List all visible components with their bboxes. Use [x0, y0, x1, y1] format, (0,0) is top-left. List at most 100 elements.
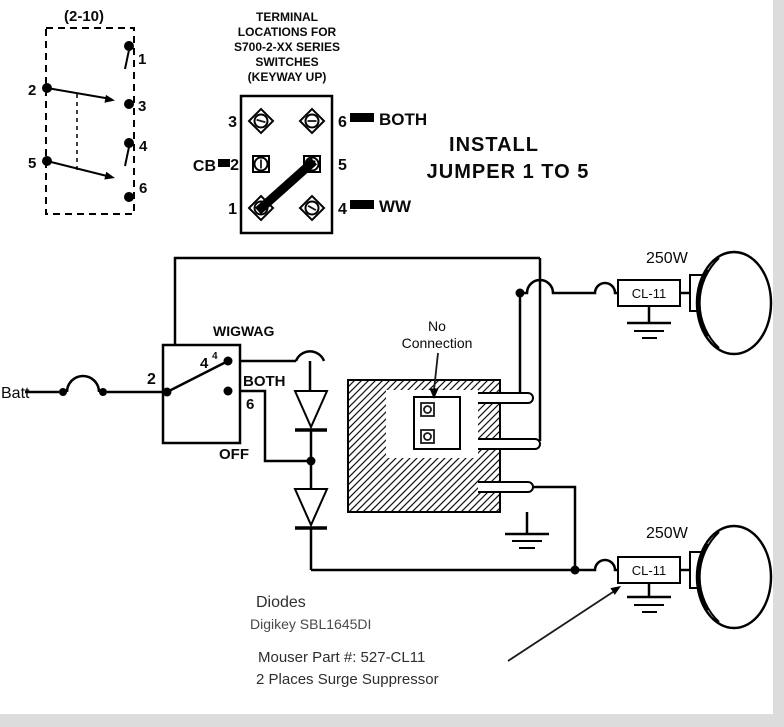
lamp1-wattage-label: 250W	[646, 250, 689, 267]
lamp1-lens-ridge-inner	[697, 269, 709, 337]
switch-pin2-label: 2	[147, 371, 156, 388]
lamp1-wire-with-hops	[520, 278, 618, 295]
terminal-4-slot	[307, 205, 317, 211]
tl-header-line3: S700-2-XX SERIES	[234, 40, 340, 54]
lamp2-suppressor-box	[617, 556, 681, 584]
pin-label-5: 5	[28, 155, 36, 172]
cb-pointer-bar	[218, 159, 230, 167]
lamp2-wire	[311, 558, 618, 572]
pin-label-4: 4	[139, 138, 148, 155]
toggle-common-dot	[162, 387, 172, 397]
no-connection-arrow-line	[433, 352, 439, 391]
ww-label: WW	[379, 197, 412, 216]
tl-pin-2: 2	[230, 157, 239, 174]
lamp-2-assembly: 250W CL-11	[617, 524, 773, 630]
suppressor-callout-line	[507, 589, 617, 662]
suppressor-callout-arrowhead	[610, 586, 621, 595]
lamp2-wattage-label: 250W	[646, 525, 689, 542]
diodes-title: Diodes	[256, 594, 306, 611]
lamp1-suppressor-label: CL-11	[632, 286, 666, 301]
switch-pin6-label: 6	[246, 396, 254, 413]
pin-label-6: 6	[139, 180, 147, 197]
tl-header-line5: (KEYWAY UP)	[248, 70, 327, 84]
lamp2-bulb	[695, 524, 773, 630]
terminal-1-dot	[124, 41, 134, 51]
install-jumper-note: INSTALL JUMPER 1 TO 5	[427, 134, 590, 183]
switch-arm-upper-arrowhead	[104, 94, 115, 103]
no-connection-label-line2: Connection	[402, 335, 473, 351]
nc-terminal-lower	[420, 429, 435, 444]
off-position-label: OFF	[219, 446, 249, 463]
tl-pin-1: 1	[228, 201, 237, 218]
lamp2-suppressor-label: CL-11	[632, 563, 666, 578]
lamp-1-assembly: 250W CL-11	[617, 250, 773, 356]
terminal-4-dot	[124, 138, 134, 148]
diode-2-triangle	[293, 488, 329, 528]
terminal-3-dot	[124, 99, 134, 109]
flasher-terminal-middle	[478, 438, 541, 450]
diode-1-triangle	[293, 390, 329, 430]
mouser-part-number: Mouser Part #: 527-CL11	[258, 649, 425, 666]
terminal-1-stub	[124, 49, 130, 70]
nc-terminal-upper-pin	[423, 405, 432, 414]
pole-switch-title: (2-10)	[64, 8, 104, 25]
surge-suppressor-note: 2 Places Surge Suppressor	[256, 671, 439, 688]
pole-switch-schematic: (2-10) 1 2 3 4 5 6	[28, 8, 148, 215]
ww-pointer-bar	[350, 200, 374, 209]
toggle-pin6-dot	[223, 386, 233, 396]
terminal-4-stub	[124, 146, 130, 167]
diodes-part-number: Digikey SBL1645DI	[250, 616, 371, 632]
flasher-module	[347, 379, 549, 549]
both-position-label: BOTH	[243, 373, 286, 390]
flasher-terminal-bottom	[478, 481, 534, 493]
page-edge-bottom	[0, 714, 784, 727]
flasher-bottom-output-wire	[533, 485, 577, 570]
install-note-line2: JUMPER 1 TO 5	[427, 161, 590, 183]
terminal-6-dot	[124, 192, 134, 202]
connector-dot-left	[59, 388, 67, 396]
tl-header-line1: TERMINAL	[256, 10, 318, 24]
cb-label: CB	[193, 158, 216, 175]
pin-label-2: 2	[28, 82, 36, 99]
battery-label: Batt	[1, 385, 30, 402]
wigwag-position-label: WIGWAG	[213, 323, 275, 339]
switch-arm-lower	[46, 160, 112, 178]
part-notes: Diodes Digikey SBL1645DI Mouser Part #: …	[250, 586, 621, 688]
switch-pin4-sup-label: 4	[212, 351, 218, 362]
diode-1	[293, 390, 329, 432]
flasher-terminal-top	[478, 392, 534, 404]
switch-arm-lower-arrowhead	[104, 171, 115, 180]
toggle-switch: WIGWAG 4 4 BOTH 6 OFF	[161, 323, 286, 463]
lamp2-lens-ridge-inner	[697, 543, 709, 611]
tl-pin-3: 3	[228, 114, 237, 131]
switch-arm-upper	[46, 87, 112, 100]
jumper-bar-1-to-5	[255, 157, 317, 215]
no-connection-label-line1: No	[428, 318, 446, 334]
tl-pin-5: 5	[338, 157, 347, 174]
nc-terminal-upper	[420, 402, 435, 417]
lamp2-lens-ridge-outer	[698, 531, 720, 623]
terminal-location-diagram: TERMINAL LOCATIONS FOR S700-2-XX SERIES …	[193, 10, 427, 235]
toggle-switch-arm	[166, 359, 229, 394]
terminal-3-slot	[256, 118, 266, 124]
pin-label-3: 3	[138, 98, 146, 115]
pole-switch-outline	[45, 27, 135, 215]
pin6-output-wire	[240, 389, 311, 463]
pin-label-1: 1	[138, 51, 146, 68]
main-circuit: Batt 2 WIGWAG 4 4 BOTH 6 OFF	[1, 250, 773, 630]
tl-pin-6: 6	[338, 114, 347, 131]
page-edge-right	[773, 0, 784, 727]
pin4-wire-hop	[294, 350, 326, 362]
diode-2	[293, 488, 329, 530]
connector-loop	[65, 374, 101, 393]
top-feed-rail	[173, 256, 540, 345]
both-pointer-bar	[350, 113, 374, 122]
tl-header-line2: LOCATIONS FOR	[238, 25, 337, 39]
toggle-pin4-dot	[223, 356, 233, 366]
tl-header-line4: SWITCHES	[255, 55, 318, 69]
nc-terminal-lower-pin	[423, 432, 432, 441]
install-note-line1: INSTALL	[449, 134, 539, 156]
lamp1-bulb	[695, 250, 773, 356]
